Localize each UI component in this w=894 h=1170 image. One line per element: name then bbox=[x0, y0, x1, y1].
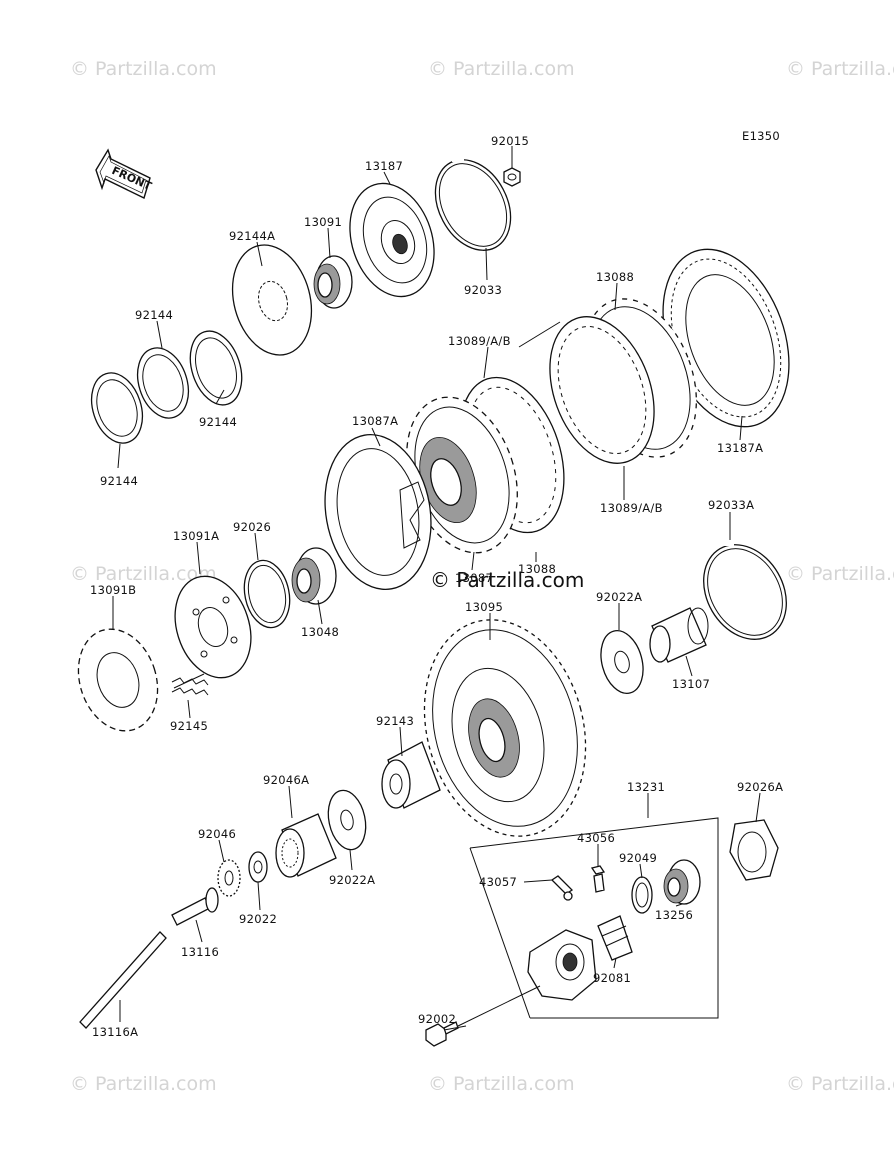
part-label: 92033A bbox=[708, 498, 754, 512]
seal-92049-icon bbox=[631, 876, 653, 914]
part-label: 92026A bbox=[737, 780, 783, 794]
friction-plates-icon bbox=[549, 298, 697, 464]
bearing-13048-icon bbox=[291, 547, 337, 605]
plate-13091B-icon bbox=[77, 628, 159, 732]
part-label: 92145 bbox=[170, 719, 208, 733]
part-label: 13116A bbox=[92, 1025, 138, 1039]
washer-92022A-icon bbox=[600, 630, 644, 694]
watermarks: © Partzilla.com © Partzilla.com © Partzi… bbox=[70, 58, 894, 1095]
part-label: 13048 bbox=[301, 625, 339, 639]
bearing-92046-icon bbox=[217, 859, 241, 897]
bearing-13256-icon bbox=[663, 859, 701, 905]
part-label: 13091B bbox=[90, 583, 136, 597]
part-label: 92144 bbox=[135, 308, 173, 322]
part-label: 92046 bbox=[198, 827, 236, 841]
washer-92144-icon bbox=[189, 330, 243, 406]
boot-92081-icon bbox=[597, 915, 633, 961]
leader-lines bbox=[112, 146, 761, 1031]
part-label: 92026 bbox=[233, 520, 271, 534]
circlip-92033-icon bbox=[434, 156, 512, 251]
part-label: 92144 bbox=[100, 474, 138, 488]
part-label: 92144A bbox=[229, 229, 275, 243]
part-label: 92033 bbox=[464, 283, 502, 297]
part-label: 92049 bbox=[619, 851, 657, 865]
part-label: 13231 bbox=[627, 780, 665, 794]
part-label: 13187A bbox=[717, 441, 763, 455]
part-label: 92144 bbox=[199, 415, 237, 429]
rod-13116A-icon bbox=[79, 931, 167, 1029]
watermark: © Partzilla.com bbox=[786, 563, 894, 585]
collar-13107-icon bbox=[649, 607, 709, 663]
cap-43057-icon bbox=[550, 875, 574, 901]
part-label: 13088 bbox=[518, 562, 556, 576]
clutch-housing-13095-icon bbox=[423, 619, 587, 837]
watermark: © Partzilla.com bbox=[70, 563, 217, 585]
part-labels: 92015 13187 13091 92144A 92033 92144 921… bbox=[90, 134, 783, 1039]
watermark: © Partzilla.com bbox=[786, 58, 894, 80]
sleeve-92143-icon bbox=[381, 741, 441, 809]
part-label: 43057 bbox=[479, 875, 517, 889]
watermark: © Partzilla.com bbox=[786, 1073, 894, 1095]
part-label: 13256 bbox=[655, 908, 693, 922]
pushrod-13116-icon bbox=[171, 887, 219, 926]
watermark-center: © Partzilla.com bbox=[430, 568, 584, 592]
part-label: 92143 bbox=[376, 714, 414, 728]
watermark: © Partzilla.com bbox=[70, 58, 217, 80]
part-label: 92081 bbox=[593, 971, 631, 985]
nut-92015-icon bbox=[503, 167, 521, 187]
watermark: © Partzilla.com bbox=[70, 1073, 217, 1095]
part-label: 13095 bbox=[465, 600, 503, 614]
plate-13087A-icon bbox=[324, 434, 432, 590]
part-label: 13089/A/B bbox=[600, 501, 663, 515]
part-label: 92022A bbox=[596, 590, 642, 604]
part-label: 13088 bbox=[596, 270, 634, 284]
lifter-13091A-icon bbox=[174, 575, 252, 679]
part-label: 92046A bbox=[263, 773, 309, 787]
pressure-plate-13187-icon bbox=[349, 182, 435, 298]
slave-cylinder-icon bbox=[527, 929, 597, 1001]
diagram-code: E1350 bbox=[742, 129, 780, 143]
bearing-13091-icon bbox=[313, 255, 353, 309]
washer-92144A-icon bbox=[231, 244, 313, 356]
front-arrow-icon: FRONT bbox=[95, 148, 154, 199]
part-label: 92022 bbox=[239, 912, 277, 926]
spring-92145-icon bbox=[171, 673, 209, 696]
part-drawings bbox=[77, 156, 790, 1047]
ring-92026-icon bbox=[243, 559, 291, 629]
assembly-13231-box bbox=[469, 817, 719, 1019]
circlip-92033A-icon bbox=[703, 540, 787, 640]
part-label: 13089/A/B bbox=[448, 334, 511, 348]
washer-92144-icon bbox=[90, 372, 144, 444]
part-label: 13087 bbox=[455, 571, 493, 585]
part-label: 13091A bbox=[173, 529, 219, 543]
part-label: 92022A bbox=[329, 873, 375, 887]
part-label: 13087A bbox=[352, 414, 398, 428]
part-label: 13187 bbox=[365, 159, 403, 173]
washer-92144-icon bbox=[136, 347, 190, 419]
part-label: 13091 bbox=[304, 215, 342, 229]
part-label: 13116 bbox=[181, 945, 219, 959]
bleed-valve-43056-icon bbox=[590, 865, 606, 893]
cover-92026A-icon bbox=[729, 819, 779, 881]
washer-92022-icon bbox=[248, 851, 268, 883]
part-label: 92015 bbox=[491, 134, 529, 148]
watermark: © Partzilla.com bbox=[428, 1073, 575, 1095]
clutch-hub-13087-icon bbox=[406, 396, 518, 554]
part-label: 92002 bbox=[418, 1012, 456, 1026]
part-label: 13107 bbox=[672, 677, 710, 691]
washer-92022A-icon bbox=[327, 789, 367, 851]
bolt-92002-icon bbox=[425, 1021, 459, 1047]
watermark: © Partzilla.com bbox=[428, 58, 575, 80]
part-label: 43056 bbox=[577, 831, 615, 845]
needle-bearing-92046A-icon bbox=[275, 813, 337, 878]
